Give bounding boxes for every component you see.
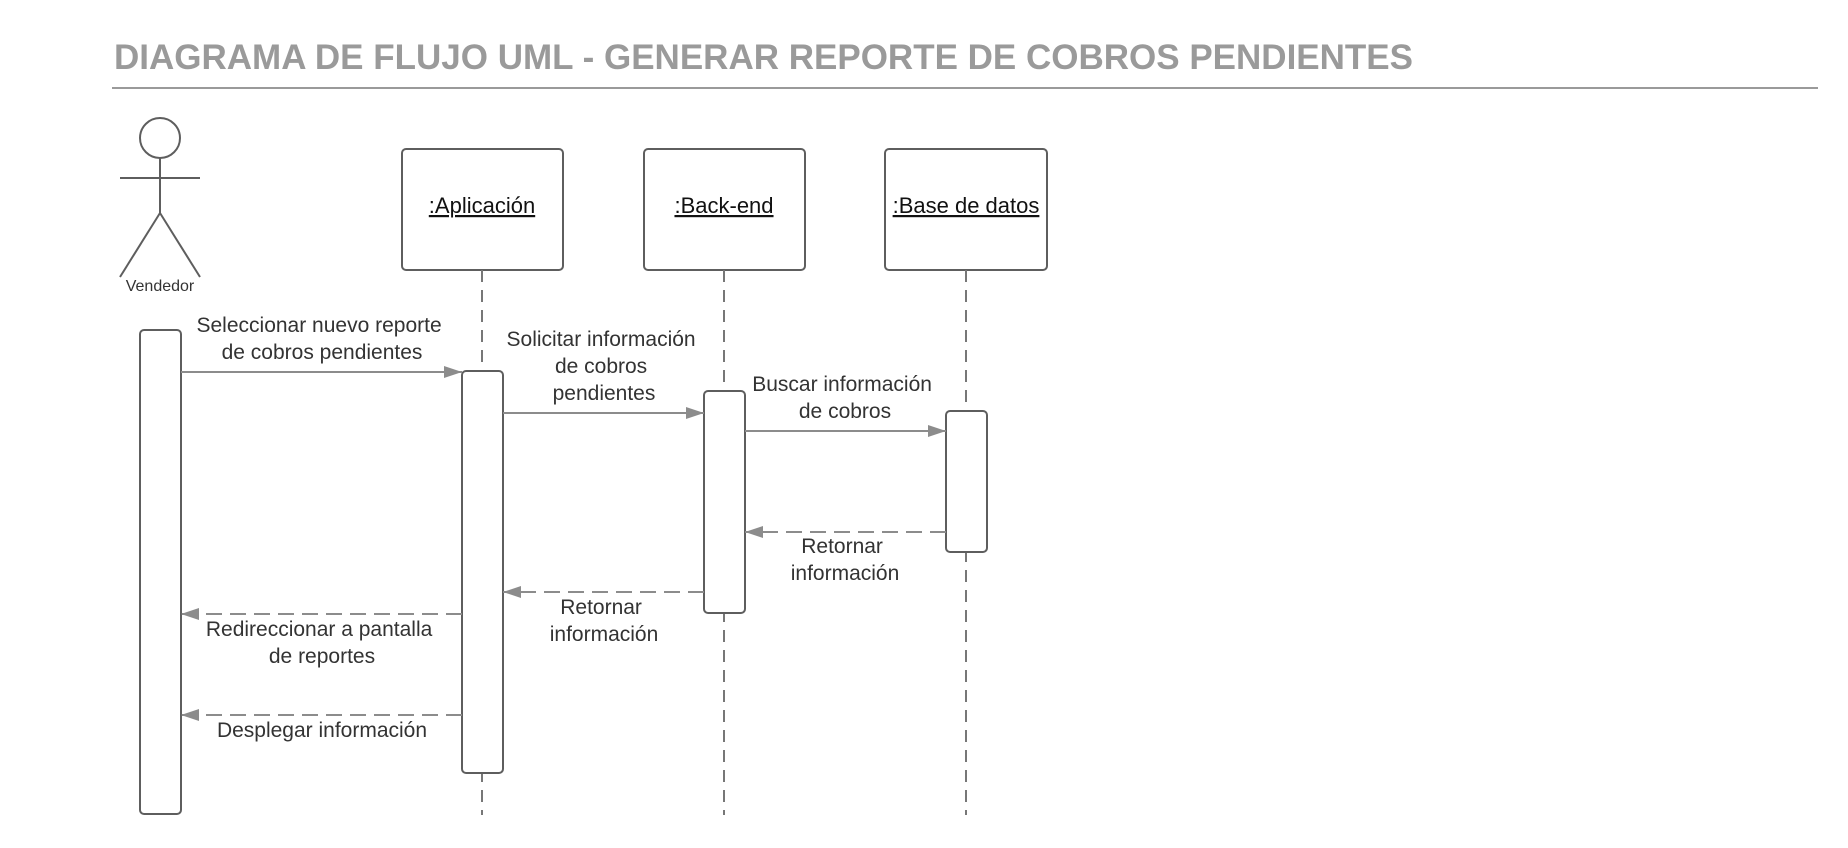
- activation-bar-base-de-datos: [945, 410, 988, 553]
- actor-name: Vendedor: [126, 278, 195, 295]
- object-back-end: :Back-end: [643, 148, 806, 271]
- activation-bar-vendedor: [139, 329, 182, 815]
- message-label: Retornar información: [791, 535, 900, 585]
- stick-figure-icon: [119, 117, 201, 278]
- message-7: Desplegar información: [181, 709, 462, 742]
- message-label: Seleccionar nuevo reporte de cobros pend…: [197, 314, 448, 364]
- message-label: Desplegar información: [217, 719, 427, 742]
- actor-vendedor: Vendedor: [119, 117, 201, 295]
- message-label: Buscar información de cobros: [752, 373, 938, 423]
- diagram-title: DIAGRAMA DE FLUJO UML - GENERAR REPORTE …: [114, 38, 1413, 77]
- message-3: Buscar información de cobros: [745, 373, 946, 437]
- object-label: :Aplicación: [429, 193, 535, 218]
- object-base-de-datos: :Base de datos: [884, 148, 1048, 271]
- message-6: Redireccionar a pantalla de reportes: [181, 608, 462, 668]
- object-label: :Base de datos: [893, 193, 1040, 218]
- message-label: Redireccionar a pantalla de reportes: [206, 618, 438, 668]
- message-2: Solicitar información de cobros pendient…: [503, 328, 704, 419]
- message-label: Retornar información: [550, 596, 659, 646]
- activation-bar-back-end: [703, 390, 746, 614]
- message-5: Retornar información: [503, 586, 704, 646]
- message-4: Retornar información: [745, 526, 946, 585]
- object-aplicacion: :Aplicación: [401, 148, 564, 271]
- object-label: :Back-end: [674, 193, 773, 218]
- message-label: Solicitar información de cobros pendient…: [507, 328, 702, 405]
- message-1: Seleccionar nuevo reporte de cobros pend…: [181, 314, 462, 378]
- activation-bar-aplicacion: [461, 370, 504, 774]
